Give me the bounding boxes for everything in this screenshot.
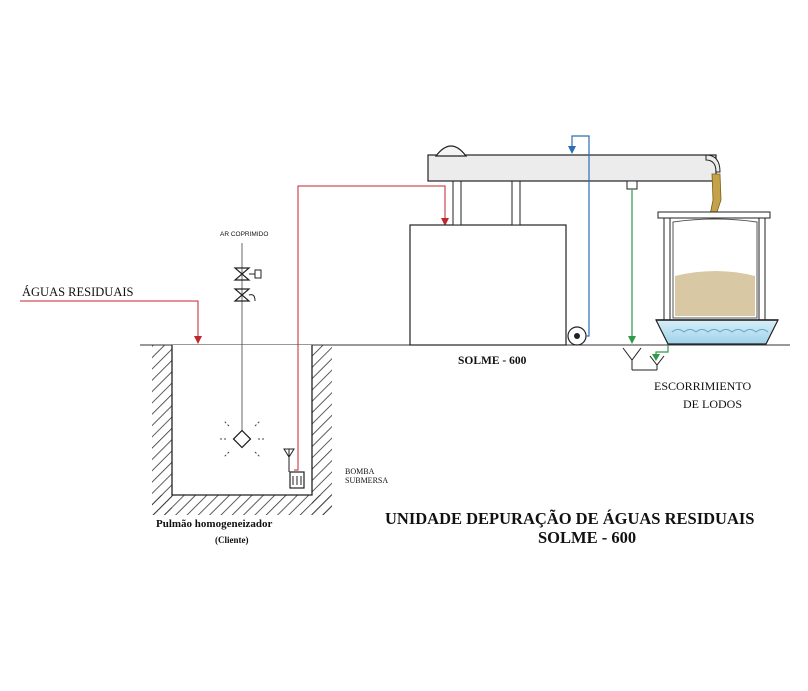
tank-label-line2: (Cliente) — [215, 535, 249, 545]
drain-label-line1: ESCORRIMIENTO — [654, 379, 751, 393]
check-valve-icon — [233, 288, 256, 302]
pump-label-line1: BOMBA — [345, 467, 375, 476]
return-line — [568, 135, 590, 337]
pump-discharge-line — [294, 185, 449, 471]
submersible-pump-icon — [283, 448, 305, 489]
sludge-bag — [655, 173, 779, 345]
air-line — [220, 243, 264, 458]
inlet-label: ÁGUAS RESIDUAIS — [22, 285, 134, 299]
diffuser-icon — [220, 420, 264, 458]
filtrate-line — [622, 189, 669, 371]
title-line2: SOLME - 600 — [538, 528, 636, 547]
compressed-air-label: AR COPRIMIDO — [220, 231, 268, 238]
valve-icon — [233, 267, 262, 281]
pump-label-line2: SUBMERSA — [345, 476, 388, 485]
inlet-line — [20, 300, 202, 344]
solme-unit — [409, 145, 721, 346]
unit-label: SOLME - 600 — [458, 355, 527, 367]
tank-label-line1: Pulmão homogeneizador — [156, 518, 273, 530]
title-line1: UNIDADE DEPURAÇÃO DE ÁGUAS RESIDUAIS — [385, 509, 754, 528]
drain-label-line2: DE LODOS — [683, 397, 742, 411]
